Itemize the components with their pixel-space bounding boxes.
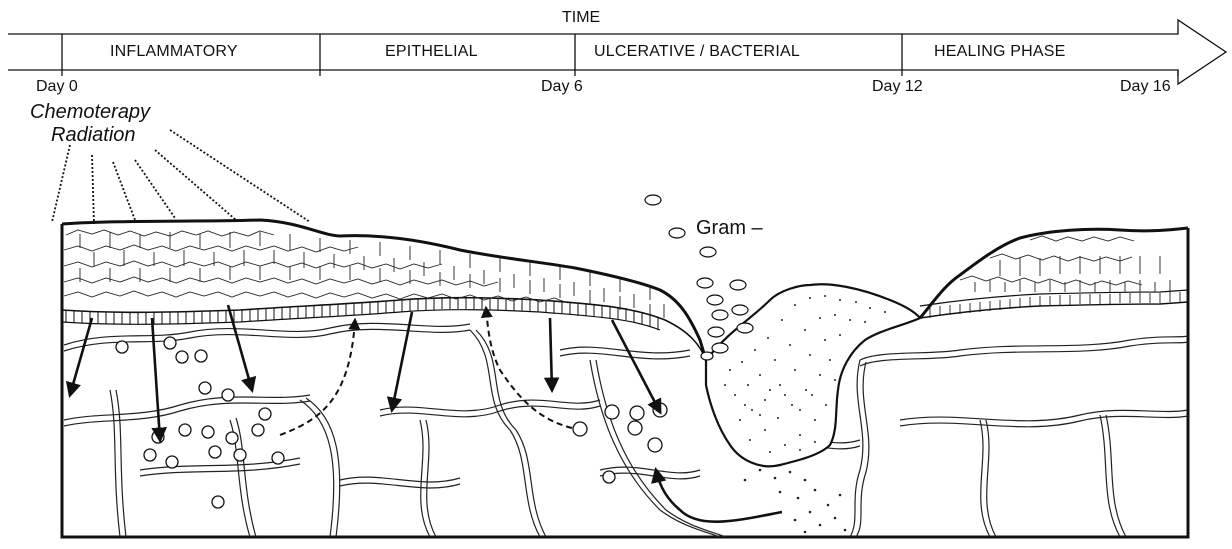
phase-ulcerative-bacterial: ULCERATIVE / BACTERIAL (594, 43, 800, 61)
radiation-label: Radiation (51, 124, 136, 146)
tissue-block (52, 130, 1188, 537)
timeline-title: TIME (562, 9, 600, 27)
gram-negative-label: Gram – (696, 217, 763, 239)
epithelium-surface (62, 220, 706, 360)
day-16-label: Day 16 (1120, 78, 1171, 96)
signal-arrows (70, 305, 782, 522)
phase-healing: HEALING PHASE (934, 43, 1066, 61)
epithelial-cells (64, 230, 664, 318)
day-0-label: Day 0 (36, 78, 78, 96)
day-6-label: Day 6 (541, 78, 583, 96)
phase-inflammatory: INFLAMMATORY (110, 43, 238, 61)
ulcer-area (706, 284, 920, 533)
tissue-frame (62, 224, 1188, 537)
basal-layer (62, 298, 706, 360)
connective-tissue (64, 323, 1188, 537)
phase-epithelial: EPITHELIAL (385, 43, 478, 61)
inflammatory-cells (116, 337, 667, 508)
chemotherapy-label: Chemoterapy (30, 101, 150, 123)
day-12-label: Day 12 (872, 78, 923, 96)
